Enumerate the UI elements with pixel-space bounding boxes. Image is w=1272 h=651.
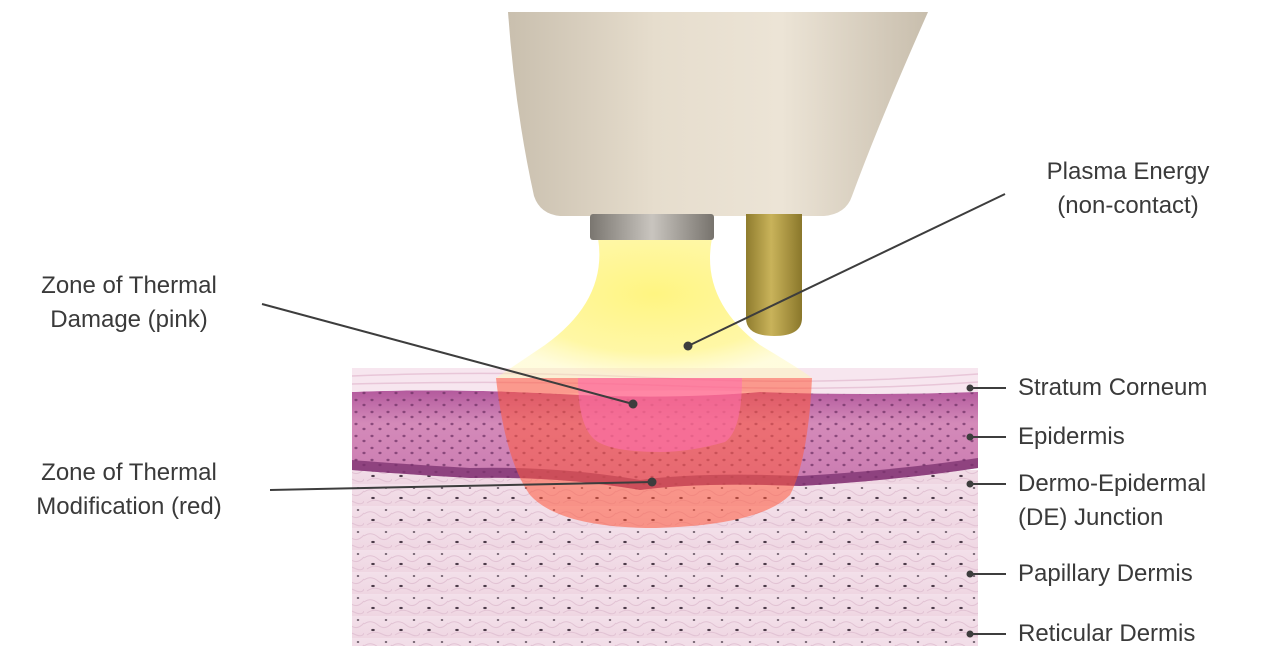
thermal-modification-line1: Zone of Thermal (0, 456, 258, 490)
de-junction-label: Dermo-Epidermal (DE) Junction (1018, 467, 1206, 535)
handpiece-body (508, 12, 928, 216)
thermal-damage-line1: Zone of Thermal (0, 269, 258, 303)
plasma-energy-line2: (non-contact) (1008, 189, 1248, 223)
thermal-modification-label: Zone of Thermal Modification (red) (0, 456, 258, 524)
plasma-energy-line1: Plasma Energy (1008, 155, 1248, 189)
de-junction-line1: Dermo-Epidermal (1018, 467, 1206, 501)
plasma-energy-label: Plasma Energy (non-contact) (1008, 155, 1248, 223)
handpiece-prong (746, 214, 802, 336)
thermal-damage-line2: Damage (pink) (0, 303, 258, 337)
skin-cross-section (352, 368, 978, 646)
thermal-damage-label: Zone of Thermal Damage (pink) (0, 269, 258, 337)
papillary-dermis-label: Papillary Dermis (1018, 557, 1193, 591)
thermal-damage-zone (578, 378, 742, 452)
de-junction-line2: (DE) Junction (1018, 501, 1206, 535)
handpiece-device (508, 12, 928, 336)
stratum-corneum-label: Stratum Corneum (1018, 371, 1207, 405)
plasma-energy-leader (688, 194, 1005, 346)
epidermis-label: Epidermis (1018, 420, 1125, 454)
handpiece-tip (590, 214, 714, 240)
thermal-modification-line2: Modification (red) (0, 490, 258, 524)
